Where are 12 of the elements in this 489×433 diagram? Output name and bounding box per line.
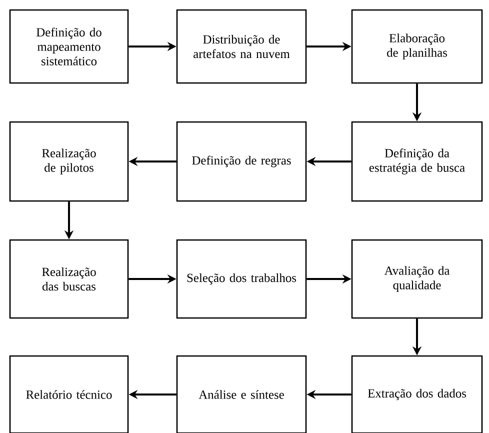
process-box: Definição de regras (176, 121, 307, 202)
process-box: Análise e síntese (176, 355, 307, 433)
process-box: Avaliação da qualidade (351, 239, 483, 319)
process-box: Definição do mapeamento sistemático (9, 9, 129, 84)
process-box: Extração dos dados (351, 355, 483, 433)
process-box: Distribuição de artefatos na nuvem (176, 9, 307, 84)
process-box: Realização das buscas (9, 239, 129, 319)
process-box: Realização de pilotos (9, 121, 129, 202)
process-box: Seleção dos trabalhos (176, 239, 307, 319)
process-box: Elaboração de planilhas (351, 9, 483, 84)
process-box: Definição da estratégia de busca (351, 121, 483, 202)
process-box: Relatório técnico (9, 355, 129, 433)
